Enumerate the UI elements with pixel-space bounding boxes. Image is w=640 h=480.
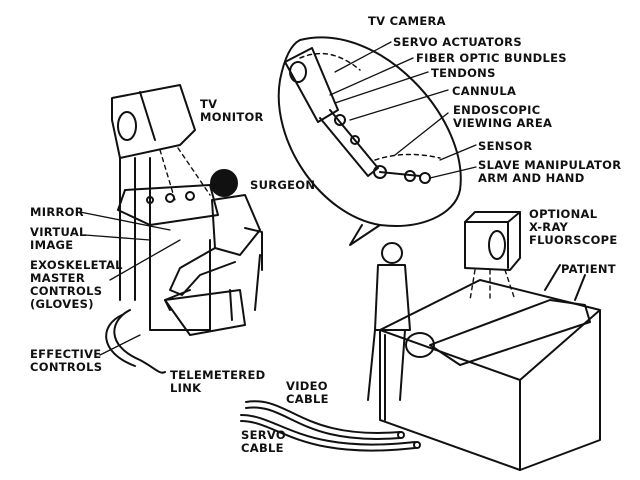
xray-fluoroscope xyxy=(464,211,521,301)
label-virtual-image-line1: VIRTUAL xyxy=(30,225,87,239)
label-fiber-optic-bundles: FIBER OPTIC BUNDLES xyxy=(416,51,567,65)
surgeon-figure xyxy=(164,169,263,311)
label-telemetered-link-line2: LINK xyxy=(170,381,202,395)
label-optional-fluoroscope-line1: OPTIONAL xyxy=(529,207,598,221)
label-mirror: MIRROR xyxy=(30,205,84,219)
label-cannula: CANNULA xyxy=(452,84,517,98)
label-servo-actuators: SERVO ACTUATORS xyxy=(393,35,522,49)
instrument-in-inset xyxy=(284,47,441,184)
label-tv-camera: TV CAMERA xyxy=(368,14,446,28)
label-tendons: TENDONS xyxy=(431,66,496,80)
label-servo-cable-line1: SERVO xyxy=(241,428,286,442)
label-telemetered-link-line1: TELEMETERED xyxy=(170,368,266,382)
label-video-cable-line1: VIDEO xyxy=(286,379,328,393)
label-slave-manipulator-line1: SLAVE MANIPULATOR xyxy=(478,158,622,172)
label-servo-cable-line2: CABLE xyxy=(241,441,284,455)
label-tv-monitor-line1: TV xyxy=(200,97,218,111)
surgeon-chair xyxy=(164,254,261,336)
label-video-cable-line2: CABLE xyxy=(286,392,329,406)
operating-table xyxy=(379,279,601,471)
label-tv-monitor-line2: MONITOR xyxy=(200,110,264,124)
console-cables xyxy=(105,309,166,374)
label-endoscopic-viewing-line1: ENDOSCOPIC xyxy=(453,103,541,117)
assistant-figure xyxy=(367,242,411,401)
label-effective-controls-line2: CONTROLS xyxy=(30,360,103,374)
label-virtual-image-line2: IMAGE xyxy=(30,238,74,252)
label-exoskeletal-line1: EXOSKELETAL xyxy=(30,258,123,272)
label-endoscopic-viewing-line2: VIEWING AREA xyxy=(453,116,553,130)
surgeon-console xyxy=(111,84,219,331)
console-leader-lines xyxy=(79,211,181,356)
label-optional-fluoroscope-line3: FLUORSCOPE xyxy=(529,233,618,247)
label-exoskeletal-line3: CONTROLS xyxy=(30,284,103,298)
label-slave-manipulator-line2: ARM AND HAND xyxy=(478,171,585,185)
label-exoskeletal-line2: MASTER xyxy=(30,271,85,285)
label-exoskeletal-line4: (GLOVES) xyxy=(30,297,94,311)
label-optional-fluoroscope-line2: X-RAY xyxy=(529,220,569,234)
patient-figure xyxy=(405,264,591,366)
inset-leader-lines xyxy=(329,41,477,179)
label-surgeon: SURGEON xyxy=(250,178,316,192)
floor-cables xyxy=(240,400,421,452)
label-patient: PATIENT xyxy=(561,262,616,276)
label-sensor: SENSOR xyxy=(478,139,533,153)
magnified-inset xyxy=(277,36,462,246)
label-effective-controls-line1: EFFECTIVE xyxy=(30,347,102,361)
